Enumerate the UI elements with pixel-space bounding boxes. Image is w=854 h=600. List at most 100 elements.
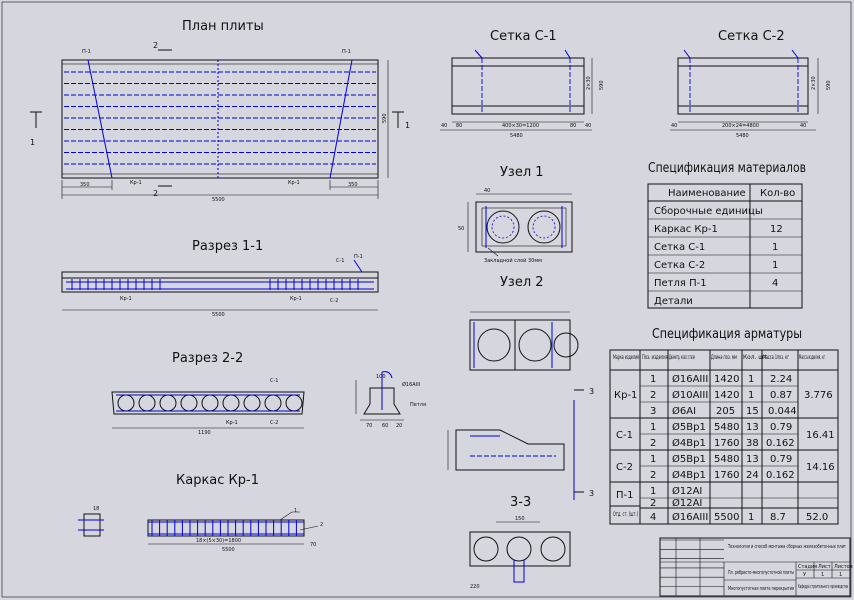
sec11-tag-p1: П-1 — [354, 254, 363, 260]
stamp-line1: Технология и способ монтажа сборных желе… — [727, 544, 846, 550]
sec22-dim-total: 1190 — [198, 430, 211, 436]
rebar-h-mark: Марка изделия — [613, 354, 639, 361]
spec-mat-h-name: Наименование — [668, 188, 746, 199]
rebar-g4-r0-pos: 4 — [650, 512, 656, 523]
rebar-g0-r0-qty: 1 — [748, 374, 754, 385]
sec11-view — [61, 259, 379, 311]
rebar-g1-r1-dia: Ø4Вр1 — [672, 437, 706, 449]
node1-dim-a: 40 — [484, 188, 490, 194]
loop-dim-c: Петля — [410, 402, 426, 408]
rebar-g2-r0-dia: Ø5Вр1 — [672, 453, 706, 465]
rebar-h-mass1: Масса 1поз. кг — [763, 354, 789, 361]
spec-materials-table — [647, 183, 803, 309]
rebar-g0-r2-len: 205 — [716, 406, 735, 417]
rebar-g1-r1-qty: 38 — [746, 438, 759, 449]
sec22-void — [117, 394, 135, 412]
sec22-void — [285, 394, 303, 412]
spec-rebar-table — [609, 349, 839, 525]
plan-dim-left: 350 — [80, 182, 90, 188]
title-sec22: Разрез 2-2 — [172, 351, 243, 366]
sec22-void — [243, 394, 261, 412]
rebar-g1-r0-pos: 1 — [650, 422, 656, 433]
title-frame: Каркас Кр-1 — [176, 473, 259, 488]
sec11-dim-total: 5500 — [212, 312, 225, 318]
rebar-g0-r1-pos: 2 — [650, 390, 656, 401]
anchor-detail — [447, 389, 584, 500]
rebar-h-len: Длина поз. мм — [711, 354, 737, 361]
sec3-mark-top: 3 — [589, 387, 594, 396]
sec22-void — [264, 394, 282, 412]
rebar-g1-r0-mass: 0.79 — [770, 422, 792, 433]
rebar-g2-r1-pos: 2 — [650, 470, 656, 481]
rebar-g3-r1-pos: 2 — [650, 498, 656, 509]
node2-view — [469, 311, 579, 371]
title-mesh2: Сетка С-2 — [718, 29, 785, 44]
rebar-h-pos: Поз. изделия — [642, 354, 668, 361]
plan-mark-1-left: 1 — [30, 138, 35, 147]
rebar-g4-r0-len: 5500 — [714, 512, 739, 523]
plan-tag-kr-left: Кр-1 — [130, 180, 142, 186]
sec22-void — [180, 394, 198, 412]
plan-tag-kr-right: Кр-1 — [288, 180, 300, 186]
rebar-g2-r0-len: 5480 — [714, 454, 739, 465]
plan-dim-right: 350 — [348, 182, 358, 188]
rebar-g4-total: 52.0 — [806, 512, 828, 523]
stamp-v-sheets: 1 — [839, 572, 842, 578]
rebar-g1-r1-len: 1760 — [714, 438, 739, 449]
mesh1-view — [440, 49, 593, 131]
mesh1-dim-b: 80 — [456, 123, 462, 129]
frame-dim-a: 18 — [93, 506, 99, 512]
rebar-g2-r0-pos: 1 — [650, 454, 656, 465]
rebar-g4-r0-dia: Ø16АIII — [672, 511, 708, 523]
stamp-v-sheet: 1 — [821, 572, 824, 578]
rebar-g3-r0-pos: 1 — [650, 486, 656, 497]
mesh1-dim-a: 40 — [441, 123, 447, 129]
loop-dim-a: 100 — [376, 374, 386, 380]
rebar-g0-r1-mass: 0.87 — [770, 390, 792, 401]
loop-dim-d: 70 — [366, 423, 372, 429]
sec22-void — [201, 394, 219, 412]
mesh1-dim-side: 2×30 — [586, 76, 592, 90]
rebar-g2-r0-mass: 0.79 — [770, 454, 792, 465]
mesh1-dim-h: 590 — [599, 80, 605, 90]
rebar-g3-mark: П-1 — [616, 490, 634, 501]
spec-mat-h-qty: Кол-во — [760, 188, 795, 199]
mesh1-dim-c: 80 — [570, 123, 576, 129]
mesh2-dim-h: 590 — [826, 80, 832, 90]
plan-loop-left — [87, 59, 113, 179]
spec-mat-r3-qty: 1 — [772, 260, 778, 271]
stamp-line2: Пл. ребристо-многопустотной плиты — [728, 569, 794, 576]
title-node1: Узел 1 — [500, 165, 544, 180]
sec22-tag-kr: Кр-1 — [226, 420, 238, 426]
rebar-g0-total: 3.776 — [804, 390, 833, 401]
rebar-g2-r0-qty: 13 — [746, 454, 759, 465]
rebar-g1-total: 16.41 — [806, 430, 835, 441]
frame-dim-b: 70 — [310, 542, 316, 548]
rebar-g3-r1-dia: Ø12АI — [672, 497, 702, 509]
stamp-v-stage: У — [803, 572, 806, 578]
plan-tag-p1-left: П-1 — [82, 49, 91, 55]
mesh1-dim-total: 5480 — [510, 133, 523, 139]
spec-mat-r2-qty: 1 — [772, 242, 778, 253]
rebar-g0-r2-mass: 0.044 — [768, 406, 797, 417]
rebar-h-dia: Диаметр, класс стали — [669, 354, 695, 361]
stamp-h-sheets: Листов — [834, 564, 853, 570]
rebar-h-mass: Масса изделия, кг — [799, 354, 825, 361]
mesh1-dim-mid: 400×30=1200 — [502, 123, 539, 129]
rebar-g0-r0-len: 1420 — [714, 374, 739, 385]
rebar-g0-r2-dia: Ø6АI — [672, 405, 696, 417]
stamp-h-sheet: Лист — [818, 564, 831, 570]
rebar-g2-r1-len: 1760 — [714, 470, 739, 481]
plan-loop-right — [329, 59, 353, 179]
sec22-tag-c2: С-2 — [270, 420, 278, 426]
frame-dim-total: 5500 — [222, 547, 235, 553]
spec-mat-r1-qty: 12 — [770, 224, 783, 235]
rebar-g1-mark: С-1 — [616, 430, 633, 441]
rebar-g1-r0-qty: 13 — [746, 422, 759, 433]
spec-mat-r4-name: Петля П-1 — [654, 278, 707, 289]
rebar-g3-r0-dia: Ø12АI — [672, 485, 702, 497]
spec-mat-r3-name: Сетка С-2 — [654, 260, 705, 271]
spec-mat-r5-name: Детали — [654, 296, 693, 307]
sec22-void — [222, 394, 240, 412]
sec11-tag-kr-left: Кр-1 — [120, 296, 132, 302]
